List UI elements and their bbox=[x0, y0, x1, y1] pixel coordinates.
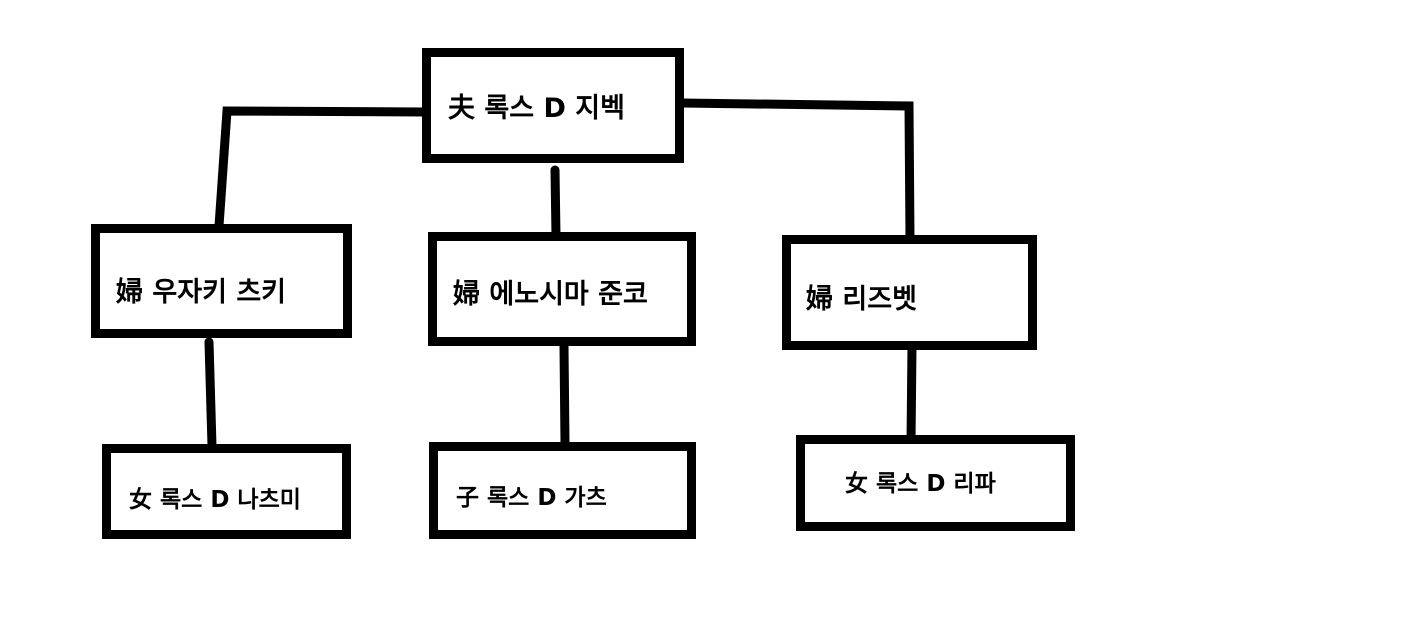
node-child-3: 女 록스 D 리파 bbox=[796, 435, 1075, 531]
node-child-2-label: 子 록스 D 가츠 bbox=[456, 485, 607, 511]
connector-wife2-child2 bbox=[559, 341, 570, 449]
node-husband-label: 夫 록스 D 지벡 bbox=[448, 93, 625, 124]
connector-husband-wife1 bbox=[214, 106, 429, 231]
node-wife-3: 婦 리즈벳 bbox=[782, 235, 1037, 350]
node-child-1-label: 女 록스 D 나츠미 bbox=[129, 487, 301, 513]
connector-husband-wife2 bbox=[550, 165, 561, 241]
node-child-1: 女 록스 D 나츠미 bbox=[102, 444, 351, 539]
node-child-3-label: 女 록스 D 리파 bbox=[845, 471, 996, 497]
node-child-2: 子 록스 D 가츠 bbox=[429, 442, 696, 539]
node-wife-3-label: 婦 리즈벳 bbox=[806, 284, 917, 315]
connector-wife1-child1 bbox=[204, 337, 217, 451]
connector-wife3-child3 bbox=[906, 341, 917, 447]
node-wife-2-label: 婦 에노시마 준코 bbox=[453, 279, 648, 310]
node-wife-1-label: 婦 우자키 츠키 bbox=[116, 277, 286, 308]
node-wife-1: 婦 우자키 츠키 bbox=[91, 224, 352, 338]
node-wife-2: 婦 에노시마 준코 bbox=[428, 232, 696, 346]
node-husband: 夫 록스 D 지벡 bbox=[422, 48, 684, 163]
connector-husband-wife3 bbox=[677, 98, 915, 243]
